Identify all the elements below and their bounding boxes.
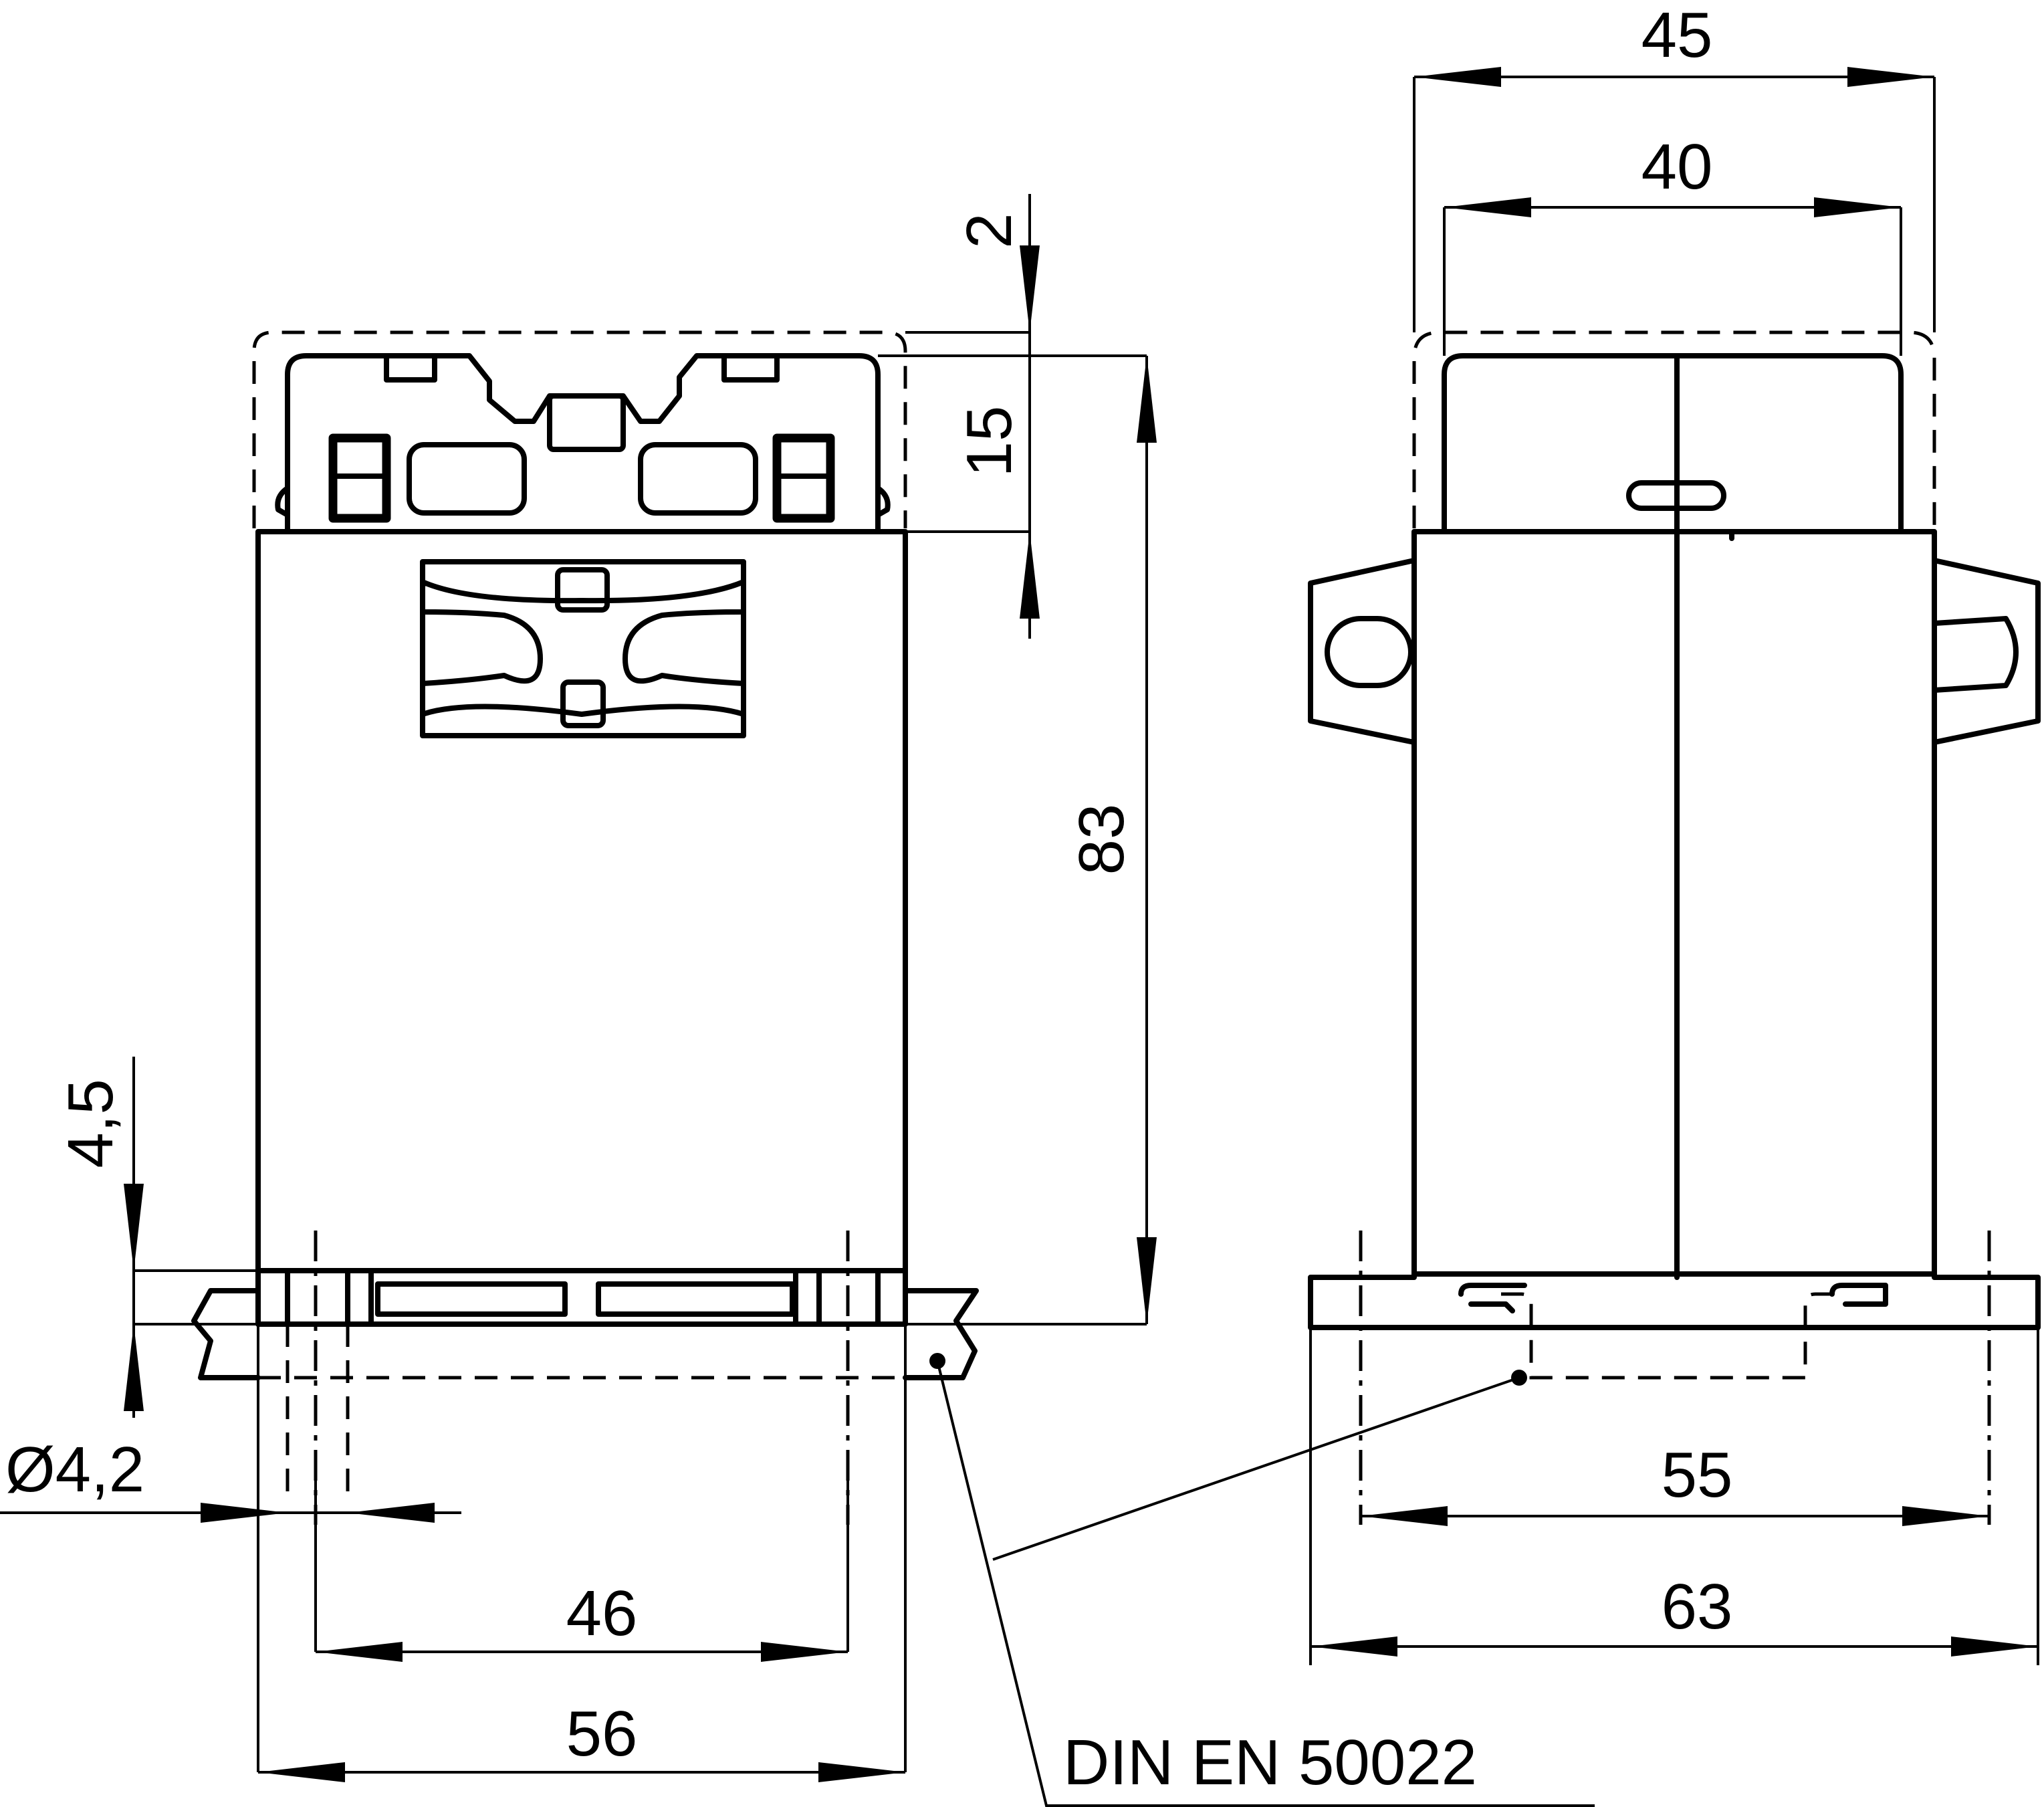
dimension-labels: 45 40 2 15 83 4,5 Ø4,2 46 56 55 63 DIN E… xyxy=(5,0,1732,1798)
side-lug-right xyxy=(1932,558,2041,745)
din-rail-left xyxy=(191,1288,261,1380)
dim-15: 15 xyxy=(953,406,1025,477)
dim-63: 63 xyxy=(1662,1571,1733,1642)
din-rail-standard-label: DIN EN 50022 xyxy=(1063,1727,1477,1798)
side-top-envelope xyxy=(1412,330,1936,528)
side-view xyxy=(1308,330,2041,1525)
side-terminal-block xyxy=(1442,353,1904,534)
front-clip-bottom xyxy=(560,679,606,728)
front-tab-left xyxy=(384,353,437,383)
dim-83: 83 xyxy=(1066,804,1137,875)
dim-55: 55 xyxy=(1662,1439,1733,1511)
front-conductor-bracket xyxy=(420,559,746,738)
dim-56: 56 xyxy=(566,1698,638,1770)
front-tab-right xyxy=(721,353,780,383)
dim-hole-diameter: Ø4,2 xyxy=(5,1434,144,1505)
front-center-block xyxy=(547,393,626,452)
front-base xyxy=(255,1268,908,1327)
dim-46: 46 xyxy=(566,1578,638,1649)
din-rail-right xyxy=(903,1288,979,1380)
front-window-right xyxy=(638,442,758,516)
dimension-lines xyxy=(0,67,2039,1807)
front-clip-top xyxy=(555,567,610,613)
dim-45: 45 xyxy=(1641,0,1713,71)
dim-4-5: 4,5 xyxy=(55,1079,126,1168)
side-base xyxy=(1308,1271,2041,1330)
front-terminal-block xyxy=(285,353,881,534)
front-view xyxy=(191,330,979,1525)
dim-2: 2 xyxy=(953,213,1025,248)
front-window-left xyxy=(407,442,527,516)
dim-40: 40 xyxy=(1641,131,1713,203)
side-slot xyxy=(1626,480,1726,511)
front-top-envelope xyxy=(252,330,907,528)
side-lug-left xyxy=(1308,558,1417,745)
